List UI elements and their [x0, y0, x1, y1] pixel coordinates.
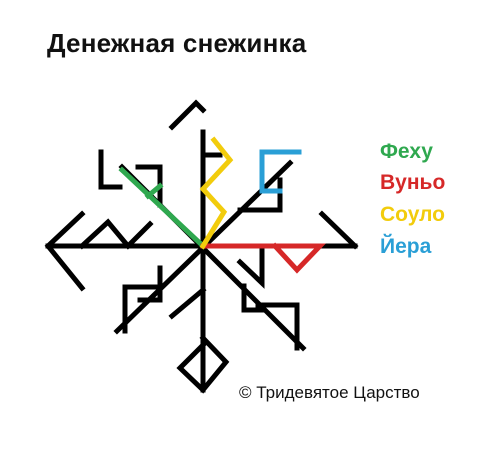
rune-lowerleft-box — [137, 265, 163, 303]
legend-sowilo: Соуло — [380, 203, 446, 226]
rune-right-hook — [318, 210, 359, 250]
rune-right-box — [236, 243, 265, 289]
rune-lowerright-hook — [255, 302, 300, 351]
page-title: Денежная снежинка — [47, 28, 307, 58]
rune-topleft-box — [135, 164, 163, 208]
rune-wunjo-red — [200, 242, 326, 274]
rune-left-box — [124, 220, 154, 250]
copyright-text: © Тридевятое Царство — [239, 383, 420, 402]
rune-lowerright-box — [241, 283, 265, 313]
rune-bottom-box — [176, 334, 230, 394]
rune-sowilo-yellow — [199, 136, 234, 250]
rune-lowerleft-hook — [122, 284, 163, 334]
rune-bottom-hook — [168, 286, 207, 320]
rune-top-hook — [168, 99, 207, 131]
rune-topleft — [98, 149, 123, 190]
legend-fehu: Феху — [380, 140, 433, 163]
rune-fehu-green — [118, 166, 207, 250]
legend-wunjo: Вуньо — [380, 171, 446, 194]
rune-jera-blue — [259, 149, 302, 194]
legend-jera: Йера — [380, 235, 432, 258]
rune-left-step — [78, 218, 132, 250]
rune-left-hook — [44, 210, 86, 292]
